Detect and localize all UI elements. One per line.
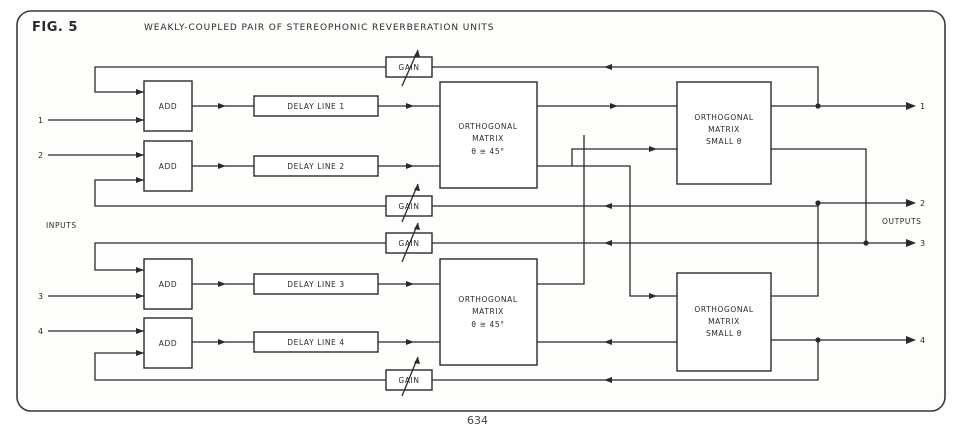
adder-3: ADD xyxy=(143,258,193,310)
output-1-label: 1 xyxy=(920,102,925,111)
adder-label: ADD xyxy=(159,280,177,289)
input-4-label: 4 xyxy=(38,327,43,336)
delay-line-2: DELAY LINE 2 xyxy=(253,155,379,177)
gain-2: GAIN xyxy=(385,183,433,223)
adder-2: ADD xyxy=(143,140,193,192)
matrix-line-1: ORTHOGONAL xyxy=(694,305,754,314)
gain-3: GAIN xyxy=(385,222,433,263)
gain-label: GAIN xyxy=(398,63,419,72)
matrix-line-3: SMALL θ xyxy=(706,329,742,338)
junction-dots xyxy=(815,103,869,343)
arrowheads xyxy=(136,64,916,383)
inputs-label: INPUTS xyxy=(46,221,77,230)
input-1-label: 1 xyxy=(38,116,43,125)
delay-line-3: DELAY LINE 3 xyxy=(253,273,379,295)
figure-label: FIG. 5 xyxy=(32,20,78,35)
outputs-label: OUTPUTS xyxy=(882,217,922,226)
matrix-line-3: SMALL θ xyxy=(706,137,742,146)
delay-line-label: DELAY LINE 4 xyxy=(287,338,344,347)
figure-title: WEAKLY-COUPLED PAIR OF STEREOPHONIC REVE… xyxy=(144,23,494,33)
input-3-label: 3 xyxy=(38,292,43,301)
adder-label: ADD xyxy=(159,102,177,111)
matrix-line-2: MATRIX xyxy=(472,134,504,143)
matrix-line-1: ORTHOGONAL xyxy=(458,122,518,131)
delay-line-label: DELAY LINE 3 xyxy=(287,280,344,289)
matrix-line-3: θ ≅ 45° xyxy=(471,320,504,329)
output-3-label: 3 xyxy=(920,239,925,248)
adder-4: ADD xyxy=(143,317,193,369)
gain-1: GAIN xyxy=(385,49,433,87)
matrix-line-1: ORTHOGONAL xyxy=(694,113,754,122)
matrix-line-2: MATRIX xyxy=(472,307,504,316)
input-2-label: 2 xyxy=(38,151,43,160)
orthogonal-matrix-small-upper: ORTHOGONAL MATRIX SMALL θ xyxy=(676,81,772,185)
matrix-line-1: ORTHOGONAL xyxy=(458,295,518,304)
matrix-line-2: MATRIX xyxy=(708,125,740,134)
output-2-label: 2 xyxy=(920,199,925,208)
orthogonal-matrix-small-lower: ORTHOGONAL MATRIX SMALL θ xyxy=(676,272,772,372)
gain-4: GAIN xyxy=(385,356,433,397)
delay-line-4: DELAY LINE 4 xyxy=(253,331,379,353)
orthogonal-matrix-45-upper: ORTHOGONAL MATRIX θ ≅ 45° xyxy=(439,81,538,189)
page-number: 634 xyxy=(467,414,488,427)
delay-line-1: DELAY LINE 1 xyxy=(253,95,379,117)
output-4-label: 4 xyxy=(920,336,925,345)
delay-line-label: DELAY LINE 2 xyxy=(287,162,344,171)
adder-1: ADD xyxy=(143,80,193,132)
matrix-line-2: MATRIX xyxy=(708,317,740,326)
adder-label: ADD xyxy=(159,339,177,348)
adder-label: ADD xyxy=(159,162,177,171)
matrix-line-3: θ ≅ 45° xyxy=(471,147,504,156)
gain-label: GAIN xyxy=(398,239,419,248)
orthogonal-matrix-45-lower: ORTHOGONAL MATRIX θ ≅ 45° xyxy=(439,258,538,366)
delay-line-label: DELAY LINE 1 xyxy=(287,102,344,111)
